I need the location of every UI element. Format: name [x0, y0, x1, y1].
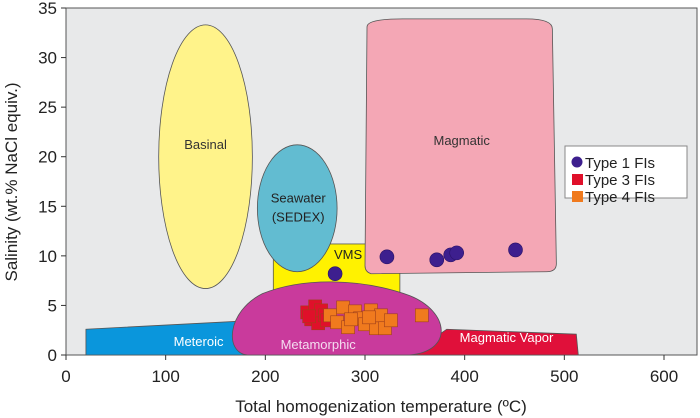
- legend-marker-type-1-fis: [571, 156, 583, 168]
- point-type-1-fis: [429, 252, 445, 268]
- point-type-1-fis: [327, 266, 343, 282]
- region-basinal-label: Basinal: [184, 137, 227, 152]
- region-magmatic-label: Magmatic: [433, 133, 490, 148]
- legend-box: [564, 145, 688, 199]
- region-magmatic: [364, 18, 557, 275]
- region-metamorphic-label: Metamorphic: [281, 337, 357, 352]
- point-type-3-fis: [302, 309, 316, 324]
- y-tick-label: 0: [48, 346, 57, 365]
- data-points: [300, 242, 523, 336]
- legend-label: Type 1 FIs: [585, 155, 655, 172]
- x-tick-label: 200: [251, 367, 279, 386]
- legend-label: Type 3 FIs: [585, 172, 655, 189]
- x-tick-label: 0: [61, 367, 70, 386]
- y-tick-label: 30: [38, 49, 57, 68]
- y-tick-label: 5: [48, 296, 57, 315]
- y-tick-label: 20: [38, 148, 57, 167]
- point-type-1-fis: [449, 245, 464, 261]
- legend-label: Type 4 FIs: [585, 189, 655, 206]
- region-meteroic-label: Meteroic: [174, 334, 224, 349]
- x-tick-label: 400: [450, 367, 478, 386]
- point-type-4-fis: [384, 313, 398, 328]
- x-axis-label: Total homogenization temperature (ºC): [235, 397, 527, 416]
- y-tick-label: 15: [38, 197, 57, 216]
- point-type-4-fis: [336, 300, 350, 315]
- y-axis-label: Salinity (wt.% NaCl equiv.): [2, 82, 21, 281]
- point-type-1-fis: [508, 242, 523, 258]
- y-tick-label: 10: [38, 247, 57, 266]
- x-tick-label: 600: [650, 367, 678, 386]
- point-type-1-fis: [379, 249, 395, 265]
- x-tick-label: 500: [550, 367, 578, 386]
- region-seawater-sedex: [256, 144, 338, 273]
- y-tick-label: 35: [38, 0, 57, 18]
- region-seawater-sedex-label: Seawater: [271, 190, 327, 205]
- region-seawater-sedex-label-2: (SEDEX): [272, 209, 325, 224]
- axes: 0 100 200 300 400 500 600 0 5 10 15 20 25 30 35: [38, 0, 678, 386]
- regions: Meteroic Magmatic Vapor VMS BasinalSeawater…: [85, 18, 579, 356]
- y-tick-label: 25: [38, 98, 57, 117]
- legend-marker-type-3-fis: [572, 174, 583, 185]
- x-tick-label: 100: [151, 367, 179, 386]
- region-vms-label: VMS: [334, 247, 363, 262]
- point-type-4-fis: [362, 310, 376, 325]
- legend-marker-type-4-fis: [572, 191, 583, 202]
- region-basinal: [158, 24, 253, 289]
- point-type-4-fis: [415, 308, 429, 323]
- x-tick-label: 300: [351, 367, 379, 386]
- point-type-4-fis: [344, 312, 358, 327]
- region-magmatic-vapor-label: Magmatic Vapor: [460, 330, 554, 345]
